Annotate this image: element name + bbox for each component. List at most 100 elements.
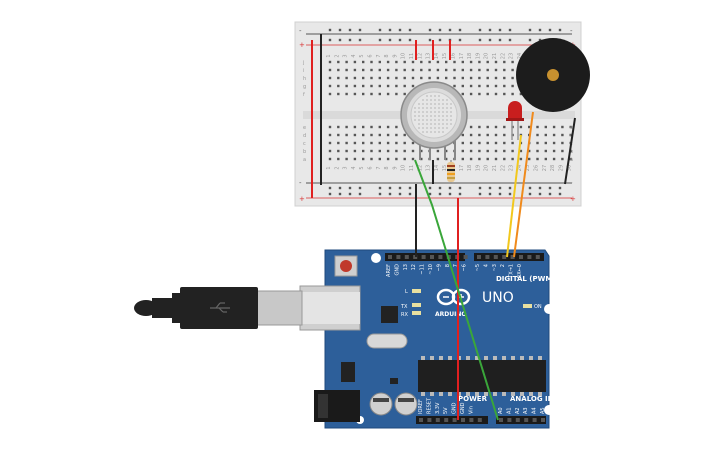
power-pin-label: 3.3V [435,402,441,414]
header-pin[interactable] [438,255,443,259]
header-pin[interactable] [532,418,537,422]
sensor-mesh-dot [446,99,448,101]
breadboard-hole [411,141,415,145]
row-letter: i [303,68,304,74]
header-pin[interactable] [444,418,449,422]
power-label: POWER [458,395,488,403]
breadboard-hole [536,141,539,145]
header-pin[interactable] [493,255,498,259]
rail-hole [528,186,532,190]
rail-hole [478,38,482,42]
breadboard-hole [469,149,473,153]
breadboard-hole [370,76,373,80]
breadboard-hole [544,133,547,137]
header-pin[interactable] [388,255,392,259]
breadboard-hole [445,149,448,153]
rail-hole [378,186,382,190]
breadboard-hole [486,133,489,137]
column-number: 19 [475,53,481,59]
breadboard-hole [386,76,390,80]
column-number: 12 [417,165,423,171]
column-number: 8 [384,54,390,57]
l-led-label: L [405,289,408,295]
header-pin[interactable] [404,255,409,259]
rail-hole [358,192,362,196]
breadboard-hole [511,60,514,64]
header-pin[interactable] [507,418,512,422]
row-letter: e [303,125,306,131]
chip-pin [511,392,515,396]
breadboard-hole [461,76,464,80]
header-pin[interactable] [502,255,507,259]
rail-hole [378,38,382,42]
sensor-mesh-dot [430,131,432,133]
header-pin[interactable] [477,255,481,259]
digital-pin-label: 12 [411,264,417,270]
column-number: 21 [492,165,498,171]
header-pin[interactable] [463,255,468,259]
breadboard-hole [478,125,481,129]
breadboard-hole [370,68,373,72]
rail-hole [358,28,362,32]
header-pin[interactable] [515,418,520,422]
header-pin[interactable] [519,255,523,259]
header-pin[interactable] [419,418,423,422]
column-number: 3 [343,166,349,169]
header-pin[interactable] [430,255,434,259]
header-pin[interactable] [499,418,503,422]
row-letter: h [303,76,306,82]
chip-pin [538,392,542,396]
breadboard-hole [461,60,464,64]
column-number: 17 [459,165,465,171]
breadboard-hole [461,141,464,145]
rail-hole [478,186,482,190]
header-pin[interactable] [524,418,529,422]
chip-pin [484,392,488,396]
sensor-mesh-dot [430,123,432,125]
rail-hole [528,192,532,196]
column-number: 4 [351,54,357,57]
breadboard-hole [386,133,390,137]
header-pin[interactable] [469,418,474,422]
reset-button[interactable] [340,260,352,272]
column-number: 3 [343,54,349,57]
breadboard-hole [370,149,373,153]
breadboard-hole [353,149,357,153]
column-number: 11 [409,53,415,59]
breadboard-hole [536,125,539,129]
header-pin[interactable] [485,255,490,259]
sensor-mesh-dot [450,107,452,109]
analog-pin-label: A5 [540,407,546,414]
sensor-mesh-dot [426,131,428,133]
sensor-mesh-dot [418,115,420,117]
sensor-mesh-dot [450,123,452,125]
breadboard-hole [561,157,564,161]
header-pin[interactable] [452,418,457,422]
sensor-mesh-dot [442,111,444,113]
header-pin[interactable] [510,255,515,259]
chip-pin [520,356,524,360]
header-pin[interactable] [535,255,540,259]
sensor-mesh-dot [426,111,428,113]
breadboard-hole [478,84,481,88]
header-pin[interactable] [527,255,532,259]
breadboard-hole [386,92,390,96]
breadboard-hole [528,149,531,153]
header-pin[interactable] [396,255,401,259]
header-pin[interactable] [477,418,482,422]
breadboard-hole [478,133,481,137]
header-pin[interactable] [461,418,465,422]
rail-plus-label: + [299,41,305,49]
power-header [416,416,488,424]
header-pin[interactable] [435,418,440,422]
breadboard-hole [403,60,406,64]
breadboard-hole [486,125,489,129]
column-number: 20 [484,165,490,171]
sensor-mesh-dot [426,99,428,101]
header-pin[interactable] [421,255,426,259]
mounting-hole [544,304,554,314]
column-number: 15 [442,53,448,59]
header-pin[interactable] [427,418,432,422]
breadboard-hole [337,141,340,145]
header-pin[interactable] [541,418,545,422]
